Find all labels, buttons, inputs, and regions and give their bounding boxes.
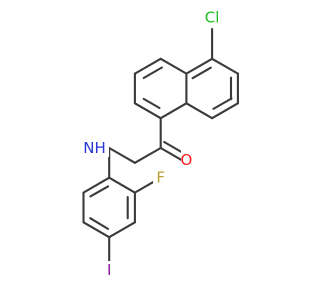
- iodine-atom: I: [104, 261, 114, 279]
- bond: [159, 57, 188, 75]
- bond: [108, 221, 136, 239]
- bond: [108, 176, 136, 194]
- naphthalene-ring-a: [185, 27, 239, 120]
- nitrogen-atom: NH: [81, 139, 109, 157]
- double-bond-line: [142, 66, 163, 80]
- iodine-label: I: [107, 261, 111, 279]
- bond: [133, 146, 162, 164]
- amide-group: [108, 117, 191, 164]
- fluorine-atom: F: [153, 168, 166, 187]
- structure-canvas: Cl O NH F I: [81, 9, 239, 279]
- bond: [108, 146, 136, 164]
- oxygen-atom: O: [180, 150, 193, 169]
- nitrogen-label: NH: [83, 139, 106, 157]
- bond: [133, 57, 162, 75]
- bond: [185, 57, 214, 75]
- fluorine-label: F: [156, 169, 165, 187]
- bond: [82, 176, 111, 194]
- bond: [82, 221, 111, 239]
- double-bond-line: [142, 97, 161, 110]
- phenyl-ring: [82, 146, 162, 269]
- bond: [133, 102, 162, 120]
- double-bond-line: [212, 97, 233, 110]
- atom-labels: Cl O NH F I: [81, 9, 222, 279]
- chlorine-atom: Cl: [203, 9, 222, 27]
- bond: [211, 102, 239, 120]
- double-bond-line: [89, 217, 110, 230]
- bond: [211, 57, 239, 75]
- chlorine-label: Cl: [205, 9, 220, 27]
- oxygen-label: O: [180, 151, 192, 169]
- naphthalene-ring-b: [133, 57, 188, 120]
- molecule-diagram: Cl O NH F I: [81, 9, 239, 279]
- double-bond-line: [89, 185, 110, 198]
- bond: [185, 102, 214, 120]
- bond: [159, 102, 188, 120]
- double-bond-line: [191, 66, 212, 80]
